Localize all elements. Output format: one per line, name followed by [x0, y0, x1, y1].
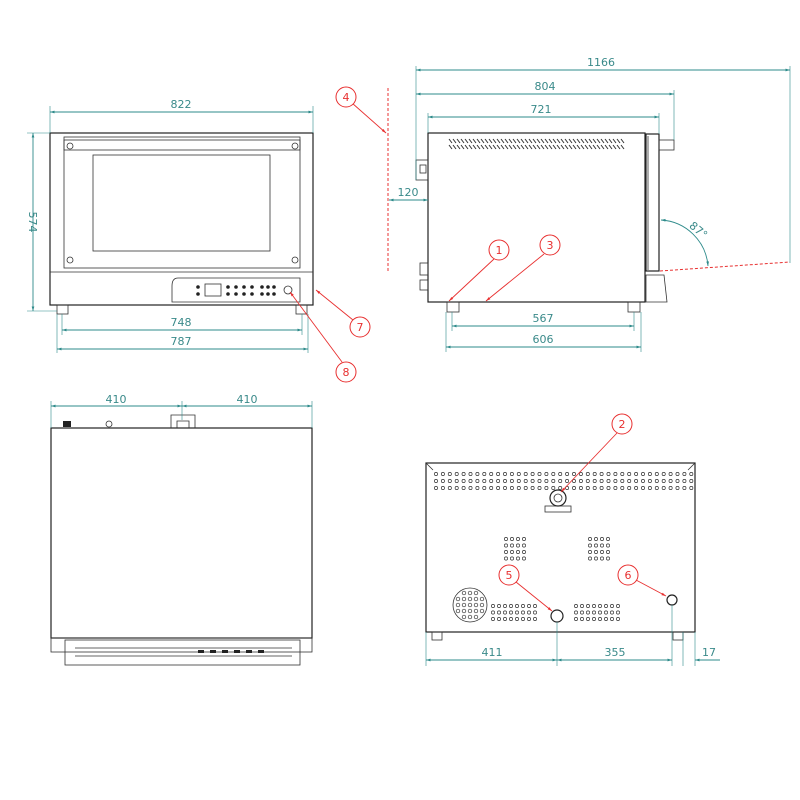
drain-outlet-icon: [550, 609, 564, 623]
control-display: [204, 283, 222, 297]
oven-body-back: [425, 462, 696, 633]
control-panel: [171, 277, 301, 303]
foot: [446, 301, 460, 313]
callout-2: 2: [611, 413, 633, 435]
door-handle: [658, 139, 675, 151]
callout-4: 4: [335, 86, 357, 108]
svg-text:4: 4: [343, 91, 350, 104]
foot: [627, 301, 641, 313]
side-vents: [448, 138, 625, 150]
front-view: 822 574 748 787 7 8: [26, 98, 371, 383]
door-top: [64, 639, 301, 666]
callout-1: 1: [488, 239, 510, 261]
svg-text:1: 1: [496, 244, 503, 257]
dim-wall-clearance-label: 120: [398, 186, 419, 199]
dim-to-drain-label: 411: [482, 646, 503, 659]
oven-body-front: [49, 132, 314, 306]
callout-6: 6: [617, 564, 639, 586]
dim-feet-outer-label: 787: [171, 335, 192, 348]
svg-text:5: 5: [506, 569, 513, 582]
callout-7: 7: [349, 316, 371, 338]
dim-side-feet-outer-label: 606: [533, 333, 554, 346]
side-view: 4 1166 804 721 120 87° 567 606: [335, 56, 791, 352]
svg-text:6: 6: [625, 569, 632, 582]
dim-depth-handle-label: 804: [535, 80, 556, 93]
foot: [56, 304, 69, 315]
fan-grille: [452, 587, 488, 623]
water-inlet-icon: [666, 594, 678, 606]
control-buttons: [196, 285, 276, 296]
dim-width-label: 822: [171, 98, 192, 111]
dim-drain-to-water-label: 355: [605, 646, 626, 659]
dim-side-feet-inner-label: 567: [533, 312, 554, 325]
dim-left-half-label: 410: [106, 393, 127, 406]
usb-port-icon: [283, 285, 293, 295]
svg-text:2: 2: [619, 418, 626, 431]
dim-total-open-label: 1166: [587, 56, 615, 69]
door-window: [92, 154, 271, 252]
door-panel: [63, 136, 301, 269]
dim-door-angle-label: 87°: [687, 219, 710, 241]
oven-body-side: [427, 132, 646, 303]
svg-text:3: 3: [547, 239, 554, 252]
svg-text:8: 8: [343, 366, 350, 379]
callout-3: 3: [539, 234, 561, 256]
dim-feet-inner-label: 748: [171, 316, 192, 329]
ventilation-holes: [434, 472, 694, 621]
top-view: 410 410: [50, 393, 313, 666]
dim-right-half-label: 410: [237, 393, 258, 406]
callout-5: 5: [498, 564, 520, 586]
dim-depth-body-label: 721: [531, 103, 552, 116]
callout-8: 8: [335, 361, 357, 383]
foot: [295, 304, 308, 315]
dim-height-label: 574: [26, 212, 39, 233]
door-side: [645, 133, 660, 272]
back-view: 411 355 17 2 5 6: [425, 413, 720, 666]
svg-text:7: 7: [357, 321, 364, 334]
power-inlet-icon: [549, 489, 567, 507]
oven-body-top: [50, 427, 313, 639]
dim-water-offset-label: 17: [702, 646, 716, 659]
